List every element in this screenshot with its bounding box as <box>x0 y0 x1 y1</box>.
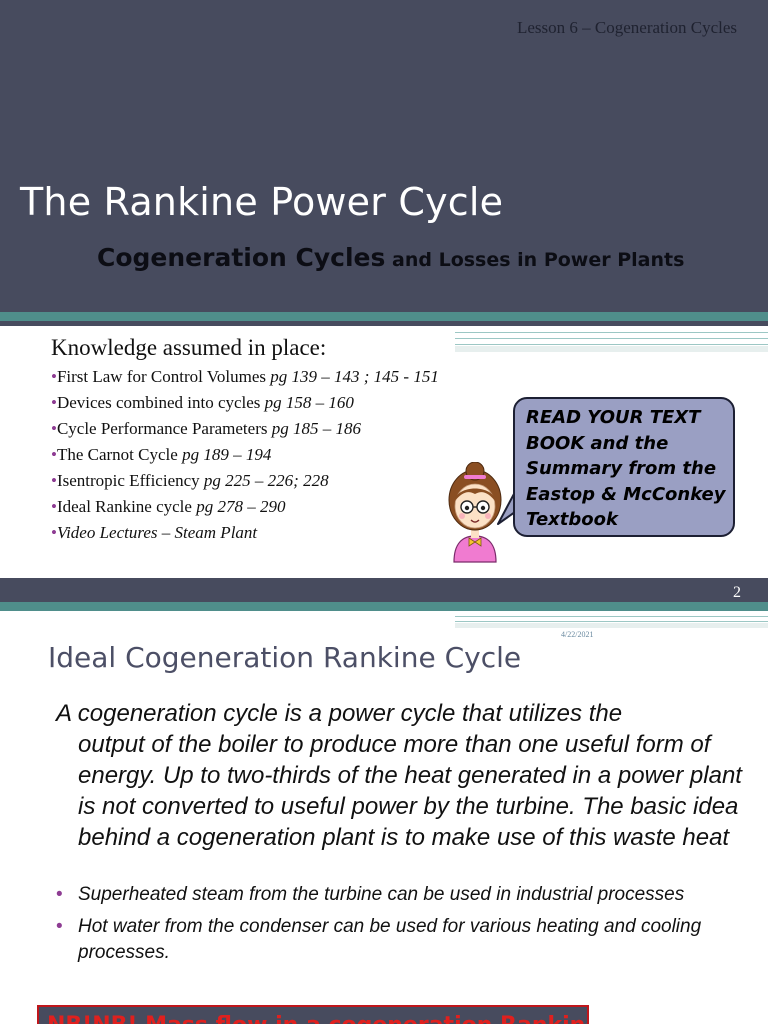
divider-line <box>455 332 768 333</box>
speech-bubble-text: READ YOUR TEXT BOOK and the Summary from… <box>526 407 726 530</box>
list-item: •First Law for Control Volumes pg 139 – … <box>51 367 439 386</box>
nb-note-box: NB!NB! Mass flow in a cogeneration Ranki… <box>37 1005 589 1024</box>
bullet-dot: • <box>56 916 63 937</box>
knowledge-list: •First Law for Control Volumes pg 139 – … <box>51 366 439 548</box>
bullet-dot: • <box>56 884 63 905</box>
slide-subtitle: Cogeneration Cycles and Losses in Power … <box>97 243 684 272</box>
slide-2: 2 4/22/2021 Ideal Cogeneration Rankine C… <box>0 578 768 1024</box>
divider-block <box>455 623 768 628</box>
knowledge-heading: Knowledge assumed in place: <box>51 335 327 360</box>
list-item: •Isentropic Efficiency pg 225 – 226; 228 <box>51 471 329 490</box>
nb-note-text: NB!NB! Mass flow in a cogeneration Ranki… <box>47 1013 587 1024</box>
list-item: •Superheated steam from the turbine can … <box>56 882 746 908</box>
list-item: •Hot water from the condenser can be use… <box>56 916 702 963</box>
divider-line <box>455 616 768 617</box>
accent-band <box>0 602 768 611</box>
subtitle-rest: and Losses in Power Plants <box>385 249 685 271</box>
divider-block <box>455 346 768 352</box>
list-item: •The Carnot Cycle pg 189 – 194 <box>51 445 272 464</box>
bullet-list: •Superheated steam from the turbine can … <box>56 882 746 972</box>
dark-band <box>0 321 768 326</box>
slide-date: 4/22/2021 <box>561 630 594 639</box>
page-number: 2 <box>733 584 741 601</box>
list-item: •Cycle Performance Parameters pg 185 – 1… <box>51 419 361 438</box>
body-paragraph: A cogeneration cycle is a power cycle th… <box>56 700 742 851</box>
list-item: •Devices combined into cycles pg 158 – 1… <box>51 393 354 412</box>
subtitle-main: Cogeneration Cycles <box>97 243 386 272</box>
slide-title: Ideal Cogeneration Rankine Cycle <box>48 641 522 674</box>
slide-1-header: Lesson 6 – Cogeneration Cycles The Ranki… <box>0 0 768 312</box>
slide-1: Lesson 6 – Cogeneration Cycles The Ranki… <box>0 0 768 563</box>
cartoon-girl-icon <box>448 462 502 563</box>
slide-2-top-band <box>0 578 768 602</box>
speech-bubble: READ YOUR TEXT BOOK and the Summary from… <box>513 397 735 537</box>
divider-line <box>455 344 768 345</box>
lesson-label: Lesson 6 – Cogeneration Cycles <box>516 18 737 37</box>
list-item: •Video Lectures – Steam Plant <box>51 523 258 542</box>
slide-title: The Rankine Power Cycle <box>20 180 504 224</box>
list-item: •Ideal Rankine cycle pg 278 – 290 <box>51 497 286 516</box>
accent-band <box>0 312 768 321</box>
divider-line <box>455 338 768 339</box>
divider-line <box>455 621 768 622</box>
